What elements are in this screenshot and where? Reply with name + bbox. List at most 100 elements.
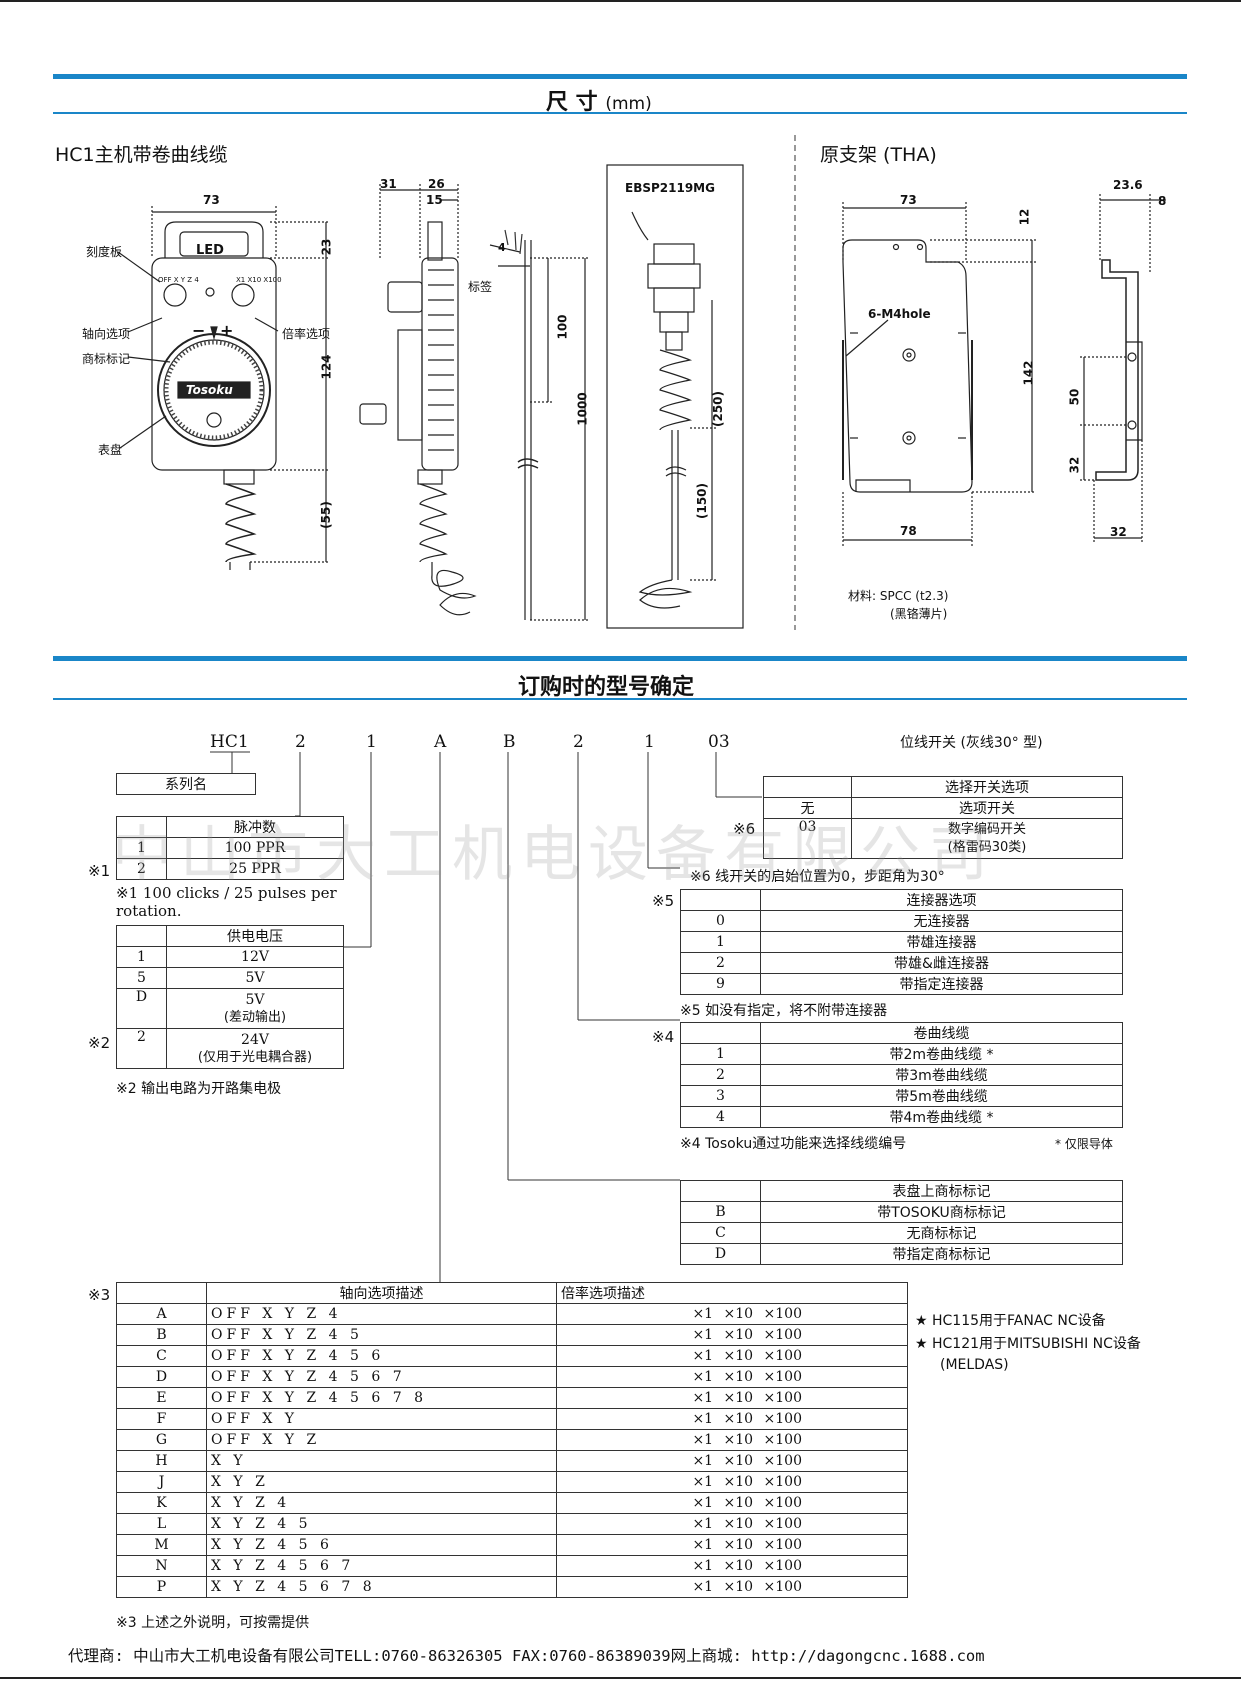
label-rate-marks: X1 X10 X100 [236,276,282,284]
connector-drawing [631,211,701,609]
voltage-value: 12V [166,946,344,968]
axis-desc: OFF X Y [206,1408,557,1430]
logo-desc: 带TOSOKU商标标记 [760,1201,1123,1223]
axis-code: M [116,1534,207,1556]
axis-desc: OFF X Y Z [206,1429,557,1451]
connector-code: 0 [680,910,761,932]
cable-desc: 带4m卷曲线缆 * [760,1106,1123,1128]
logo-code: D [680,1243,761,1265]
cable-side-note: * 仅限导体 [1055,1137,1113,1151]
axis-desc: OFF X Y Z 4 5 6 [206,1345,557,1367]
axis-mark: ※3 [88,1286,111,1304]
dim-8: 8 [1158,194,1167,208]
rate-desc: ×1 ×10 ×100 [556,1534,908,1556]
connector-code: 2 [680,952,761,974]
rate-desc: ×1 ×10 ×100 [556,1450,908,1472]
switch-desc-sub: (格雷码30类) [947,839,1027,855]
label-axis-marks: OFF X Y Z 4 [158,276,199,284]
voltage-value: 5V [245,991,265,1008]
logo-code: B [680,1201,761,1223]
left-drawing-title: HC1主机带卷曲线缆 [55,144,228,166]
dim-23-6: 23.6 [1113,178,1143,192]
axis-desc: X Y Z 4 5 6 7 [206,1555,557,1577]
rate-desc: ×1 ×10 ×100 [556,1429,908,1451]
cable-note: ※4 Tosoku通过功能来选择线缆编号 [680,1136,907,1152]
axis-code: A [116,1303,207,1325]
axis-desc: OFF X Y Z 4 5 6 7 [206,1366,557,1388]
code-pulse: 2 [295,732,306,752]
axis-code: C [116,1345,207,1367]
rate-header: 倍率选项描述 [556,1282,908,1304]
dimension-drawings [117,135,1166,630]
axis-desc: X Y [206,1450,557,1472]
dim-15: 15 [426,193,443,207]
dim-31: 31 [380,177,397,191]
axis-desc: X Y Z 4 5 6 [206,1534,557,1556]
cable-header: 卷曲线缆 [760,1022,1123,1044]
right-drawing-title: 原支架 (THA) [820,144,937,166]
rate-desc: ×1 ×10 ×100 [556,1576,908,1598]
label-rate-option: 倍率选项 [282,327,331,341]
cable-desc: 带5m卷曲线缆 [760,1085,1123,1107]
cable-desc: 带2m卷曲线缆 * [760,1043,1123,1065]
pendant-side-view [359,221,477,616]
cable-desc: 带3m卷曲线缆 [760,1064,1123,1086]
voltage-note: ※2 输出电路为开路集电极 [116,1081,282,1097]
code-cable: 2 [573,732,584,752]
label-logo: 商标标记 [82,352,131,366]
bracket-material: 材料: SPCC (t2.3) [848,589,949,603]
connector-code: 9 [680,973,761,995]
cable-code: 4 [680,1106,761,1128]
section1-top-bar [53,74,1187,79]
axis-note: ※3 上述之外说明，可按需提供 [116,1615,310,1631]
rate-desc: ×1 ×10 ×100 [556,1555,908,1577]
watermark: 中山市大工机电设备有限公司 [112,820,996,890]
rate-desc: ×1 ×10 ×100 [556,1471,908,1493]
rate-desc: ×1 ×10 ×100 [556,1408,908,1430]
rate-desc: ×1 ×10 ×100 [556,1345,908,1367]
axis-code: F [116,1408,207,1430]
voltage-subnote: (仅用于光电耦合器) [197,1049,313,1065]
rate-desc: ×1 ×10 ×100 [556,1366,908,1388]
brand-logo: Tosoku [186,383,233,397]
voltage-code: 2 [116,1028,167,1069]
axis-code: K [116,1492,207,1514]
axis-desc: OFF X Y Z 4 5 [206,1324,557,1346]
code-logo: B [503,732,516,752]
switch-note-top: 位线开关 (灰线30° 型) [900,735,1043,751]
axis-code: P [116,1576,207,1598]
axis-code: B [116,1324,207,1346]
pulse-mark: ※1 [88,862,111,880]
code-switch: 03 [708,732,730,752]
axis-desc: X Y Z 4 [206,1492,557,1514]
star-note-meldas: (MELDAS) [940,1357,1009,1373]
bracket-side-view [1095,259,1143,481]
code-hc1: HC1 [210,732,249,752]
logo-code: C [680,1222,761,1244]
label-scale-plate: 刻度板 [86,245,123,259]
pulse-note-1: ※1 100 clicks / 25 pulses per [116,884,337,902]
axis-code: D [116,1366,207,1388]
pulse-note-2: rotation. [116,902,182,920]
axis-code: H [116,1450,207,1472]
voltage-mark: ※2 [88,1034,111,1052]
bottom-border [0,1677,1241,1679]
voltage-subnote: (差动输出) [223,1009,287,1025]
series-label: 系列名 [116,773,256,795]
axis-desc: OFF X Y Z 4 5 6 7 8 [206,1387,557,1409]
section2-bottom-line [53,698,1187,700]
code-voltage: 1 [366,732,377,752]
dim-78: 78 [900,524,917,538]
